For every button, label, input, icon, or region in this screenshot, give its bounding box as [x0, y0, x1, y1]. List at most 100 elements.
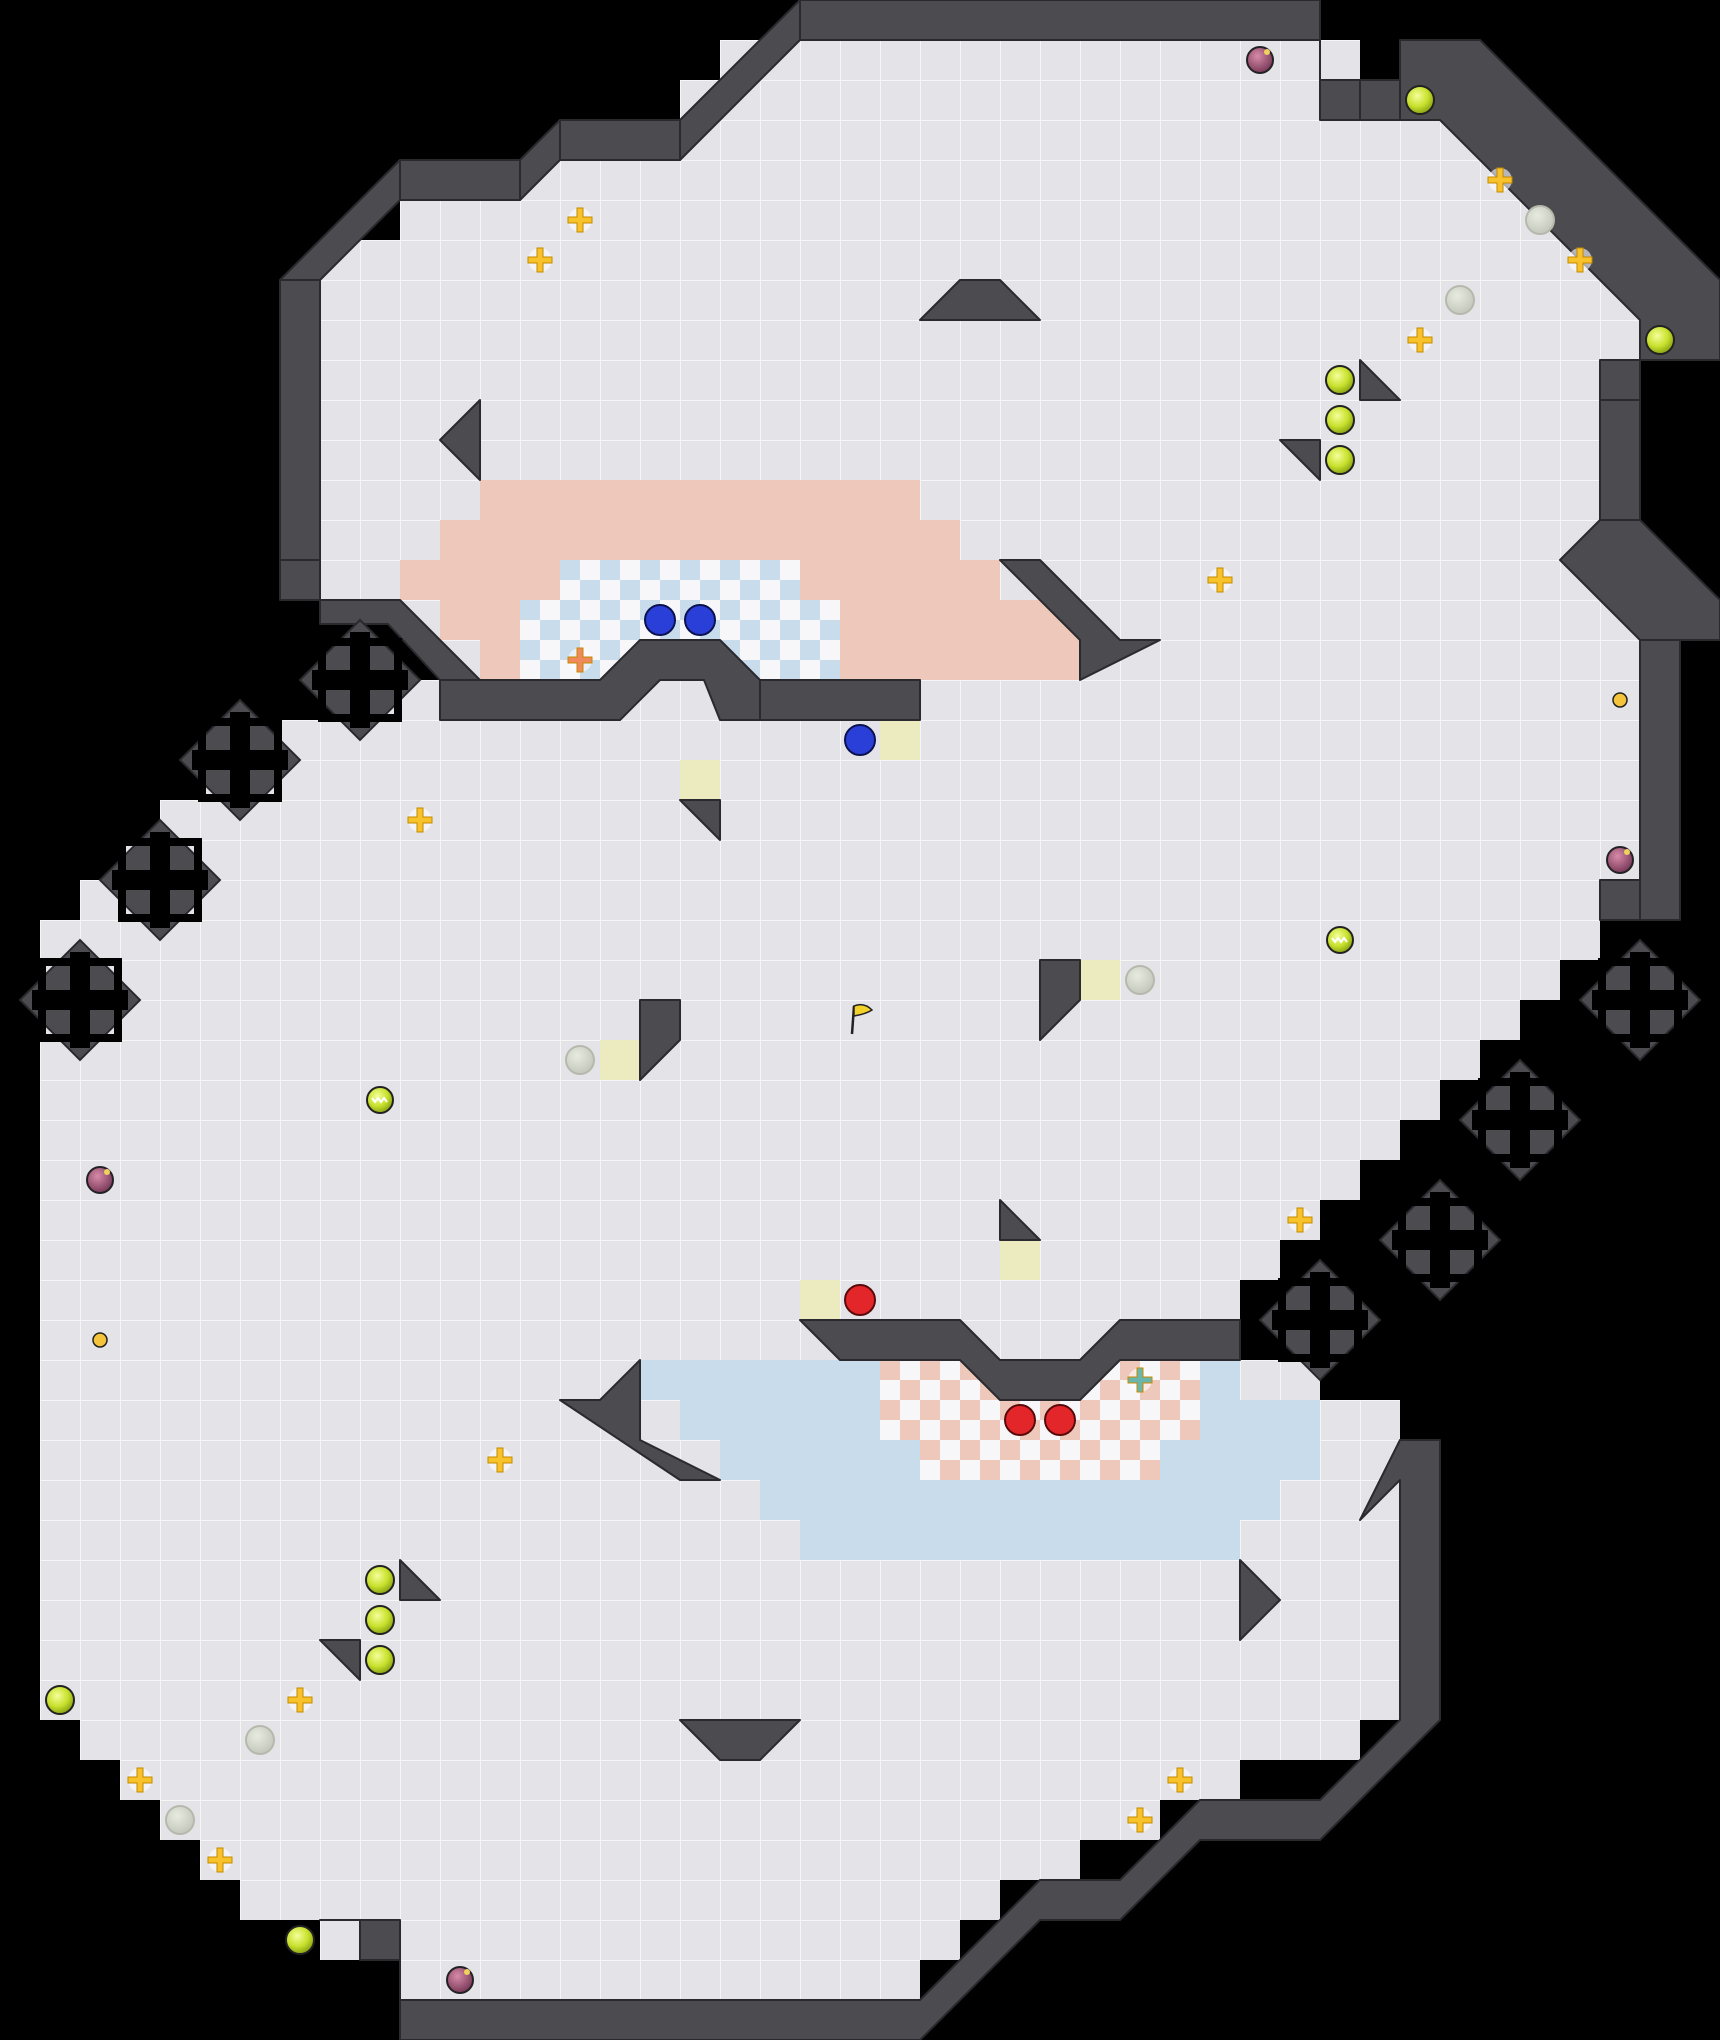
blue-flag-zone [680, 580, 700, 600]
floor-row [40, 1000, 1520, 1040]
plus-icon [1407, 327, 1433, 353]
floor-row [560, 120, 1560, 160]
blue-flag-zone [660, 580, 680, 600]
blue-flag-zone [760, 640, 780, 660]
floor-row [40, 1160, 1360, 1200]
bomb-fuse [1264, 49, 1270, 55]
cross-pit-hole [1272, 1272, 1368, 1368]
cross-pit-hole [112, 832, 208, 928]
red-flag-zone [1100, 1420, 1120, 1440]
speed-orb [1326, 926, 1354, 954]
red-flag-zone [1160, 1400, 1180, 1420]
blue-flag-zone [640, 580, 660, 600]
blue-flag-zone [560, 580, 580, 600]
red-flag-zone [1080, 1440, 1100, 1460]
blue-flag-zone [660, 560, 680, 580]
red-spawn-icon [567, 647, 593, 673]
powerup-slot [245, 1725, 275, 1755]
red-flag-zone [1160, 1360, 1180, 1380]
bomb-tile [800, 1280, 840, 1320]
blue-flag-zone [800, 640, 820, 660]
speed-orb [366, 1086, 394, 1114]
plus-icon [1127, 1807, 1153, 1833]
blue-flag-zone [780, 560, 800, 580]
cross-pit [18, 938, 142, 1062]
red-flag-zone [1120, 1420, 1140, 1440]
red-flag-zone [940, 1440, 960, 1460]
blue-flag-zone [620, 580, 640, 600]
red-flag-zone [1100, 1460, 1120, 1480]
red-flag-zone [1120, 1460, 1140, 1480]
blue-flag-zone [580, 560, 600, 580]
blue-flag-zone [620, 560, 640, 580]
bases [400, 480, 1320, 1560]
floor-row [400, 200, 1640, 240]
red-flag-zone [920, 1460, 940, 1480]
red-flag-zone [920, 1380, 940, 1400]
red-flag-zone [1180, 1380, 1200, 1400]
plus-icon [1287, 1207, 1313, 1233]
blue-flag-zone [540, 640, 560, 660]
wall-segment [279, 559, 321, 601]
blue-flag-zone [720, 600, 740, 620]
blue-flag-zone [760, 620, 780, 640]
powerup-orb [365, 1565, 395, 1595]
red-flag-zone [1160, 1380, 1180, 1400]
red-player-ball [844, 1284, 876, 1316]
floor-row [40, 1680, 1400, 1720]
red-flag-zone [1140, 1460, 1160, 1480]
floor-row [200, 760, 1640, 800]
cross-pit [1458, 1058, 1582, 1182]
blue-flag-zone [820, 640, 840, 660]
wall-segment [999, 559, 1161, 681]
cross-pit-hole [1472, 1072, 1568, 1168]
wall-segment [679, 799, 721, 841]
wall-segment [319, 1439, 1441, 2040]
red-flag-zone [960, 1380, 980, 1400]
cross-pit-rim [318, 638, 402, 722]
blue-flag-zone [580, 580, 600, 600]
red-player-ball [1004, 1404, 1036, 1436]
cross-pit [298, 618, 422, 742]
red-flag-zone [1080, 1420, 1100, 1440]
red-flag-zone [980, 1400, 1000, 1420]
floor-row [120, 1760, 1240, 1800]
floor-row [40, 1120, 1400, 1160]
red-flag-zone [960, 1420, 980, 1440]
blue-flag-zone [740, 640, 760, 660]
blue-flag-zone [740, 560, 760, 580]
blue-flag-zone [620, 620, 640, 640]
cross-pit-hole [192, 712, 288, 808]
plus-icon [407, 807, 433, 833]
red-flag-zone [940, 1460, 960, 1480]
floor-row [40, 1040, 1480, 1080]
wall-segment [639, 999, 681, 1081]
floor-row [40, 1080, 1440, 1120]
blue-flag-zone [760, 580, 780, 600]
blue-flag-zone [600, 640, 620, 660]
floor-row [280, 440, 1600, 480]
wall-segment [1599, 879, 1641, 921]
red-flag-zone [900, 1380, 920, 1400]
red-flag-zone [980, 1460, 1000, 1480]
powerup-slot [165, 1805, 195, 1835]
cross-pit-rim [198, 718, 282, 802]
cross-pit-rim [38, 958, 122, 1042]
boost-pickup [1127, 1807, 1153, 1833]
red-flag-zone [1000, 1460, 1020, 1480]
floor-row [40, 1240, 1280, 1280]
red-flag-zone [1080, 1460, 1100, 1480]
blue-flag-zone [600, 560, 620, 580]
red-base-zone [480, 480, 920, 520]
blue-flag-zone [780, 620, 800, 640]
cross-pit-hole [312, 632, 408, 728]
players [644, 604, 1076, 1436]
blue-flag-zone [580, 600, 600, 620]
blue-base-zone [760, 1480, 1280, 1520]
red-flag-zone [940, 1400, 960, 1420]
blue-player-ball [684, 604, 716, 636]
blue-flag-zone [740, 580, 760, 600]
cross-pit [1578, 938, 1702, 1062]
floor-row [280, 480, 1600, 520]
plus-icon [1487, 167, 1513, 193]
